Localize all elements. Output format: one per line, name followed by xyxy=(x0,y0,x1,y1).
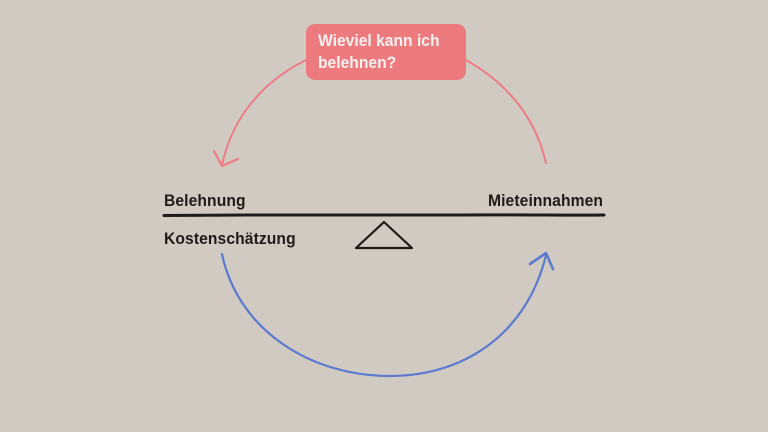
top-arrow-left-segment xyxy=(221,59,307,166)
bottom-arrow xyxy=(220,252,548,378)
label-kostenschaetzung: Kostenschätzung xyxy=(164,229,296,248)
bottom-arrowhead-icon xyxy=(528,251,555,271)
top-arrowhead-icon xyxy=(212,149,240,168)
fulcrum-triangle-icon xyxy=(354,220,414,250)
balance-beam xyxy=(162,213,606,217)
question-bubble: Wieviel kann ich belehnen? xyxy=(306,24,466,80)
label-mieteinnahmen: Mieteinnahmen xyxy=(487,191,603,210)
top-arrow-right-segment xyxy=(465,59,547,164)
label-belehnung: Belehnung xyxy=(164,191,246,210)
question-line-2: belehnen? xyxy=(318,53,397,72)
question-line-1: Wieviel kann ich xyxy=(318,31,440,50)
